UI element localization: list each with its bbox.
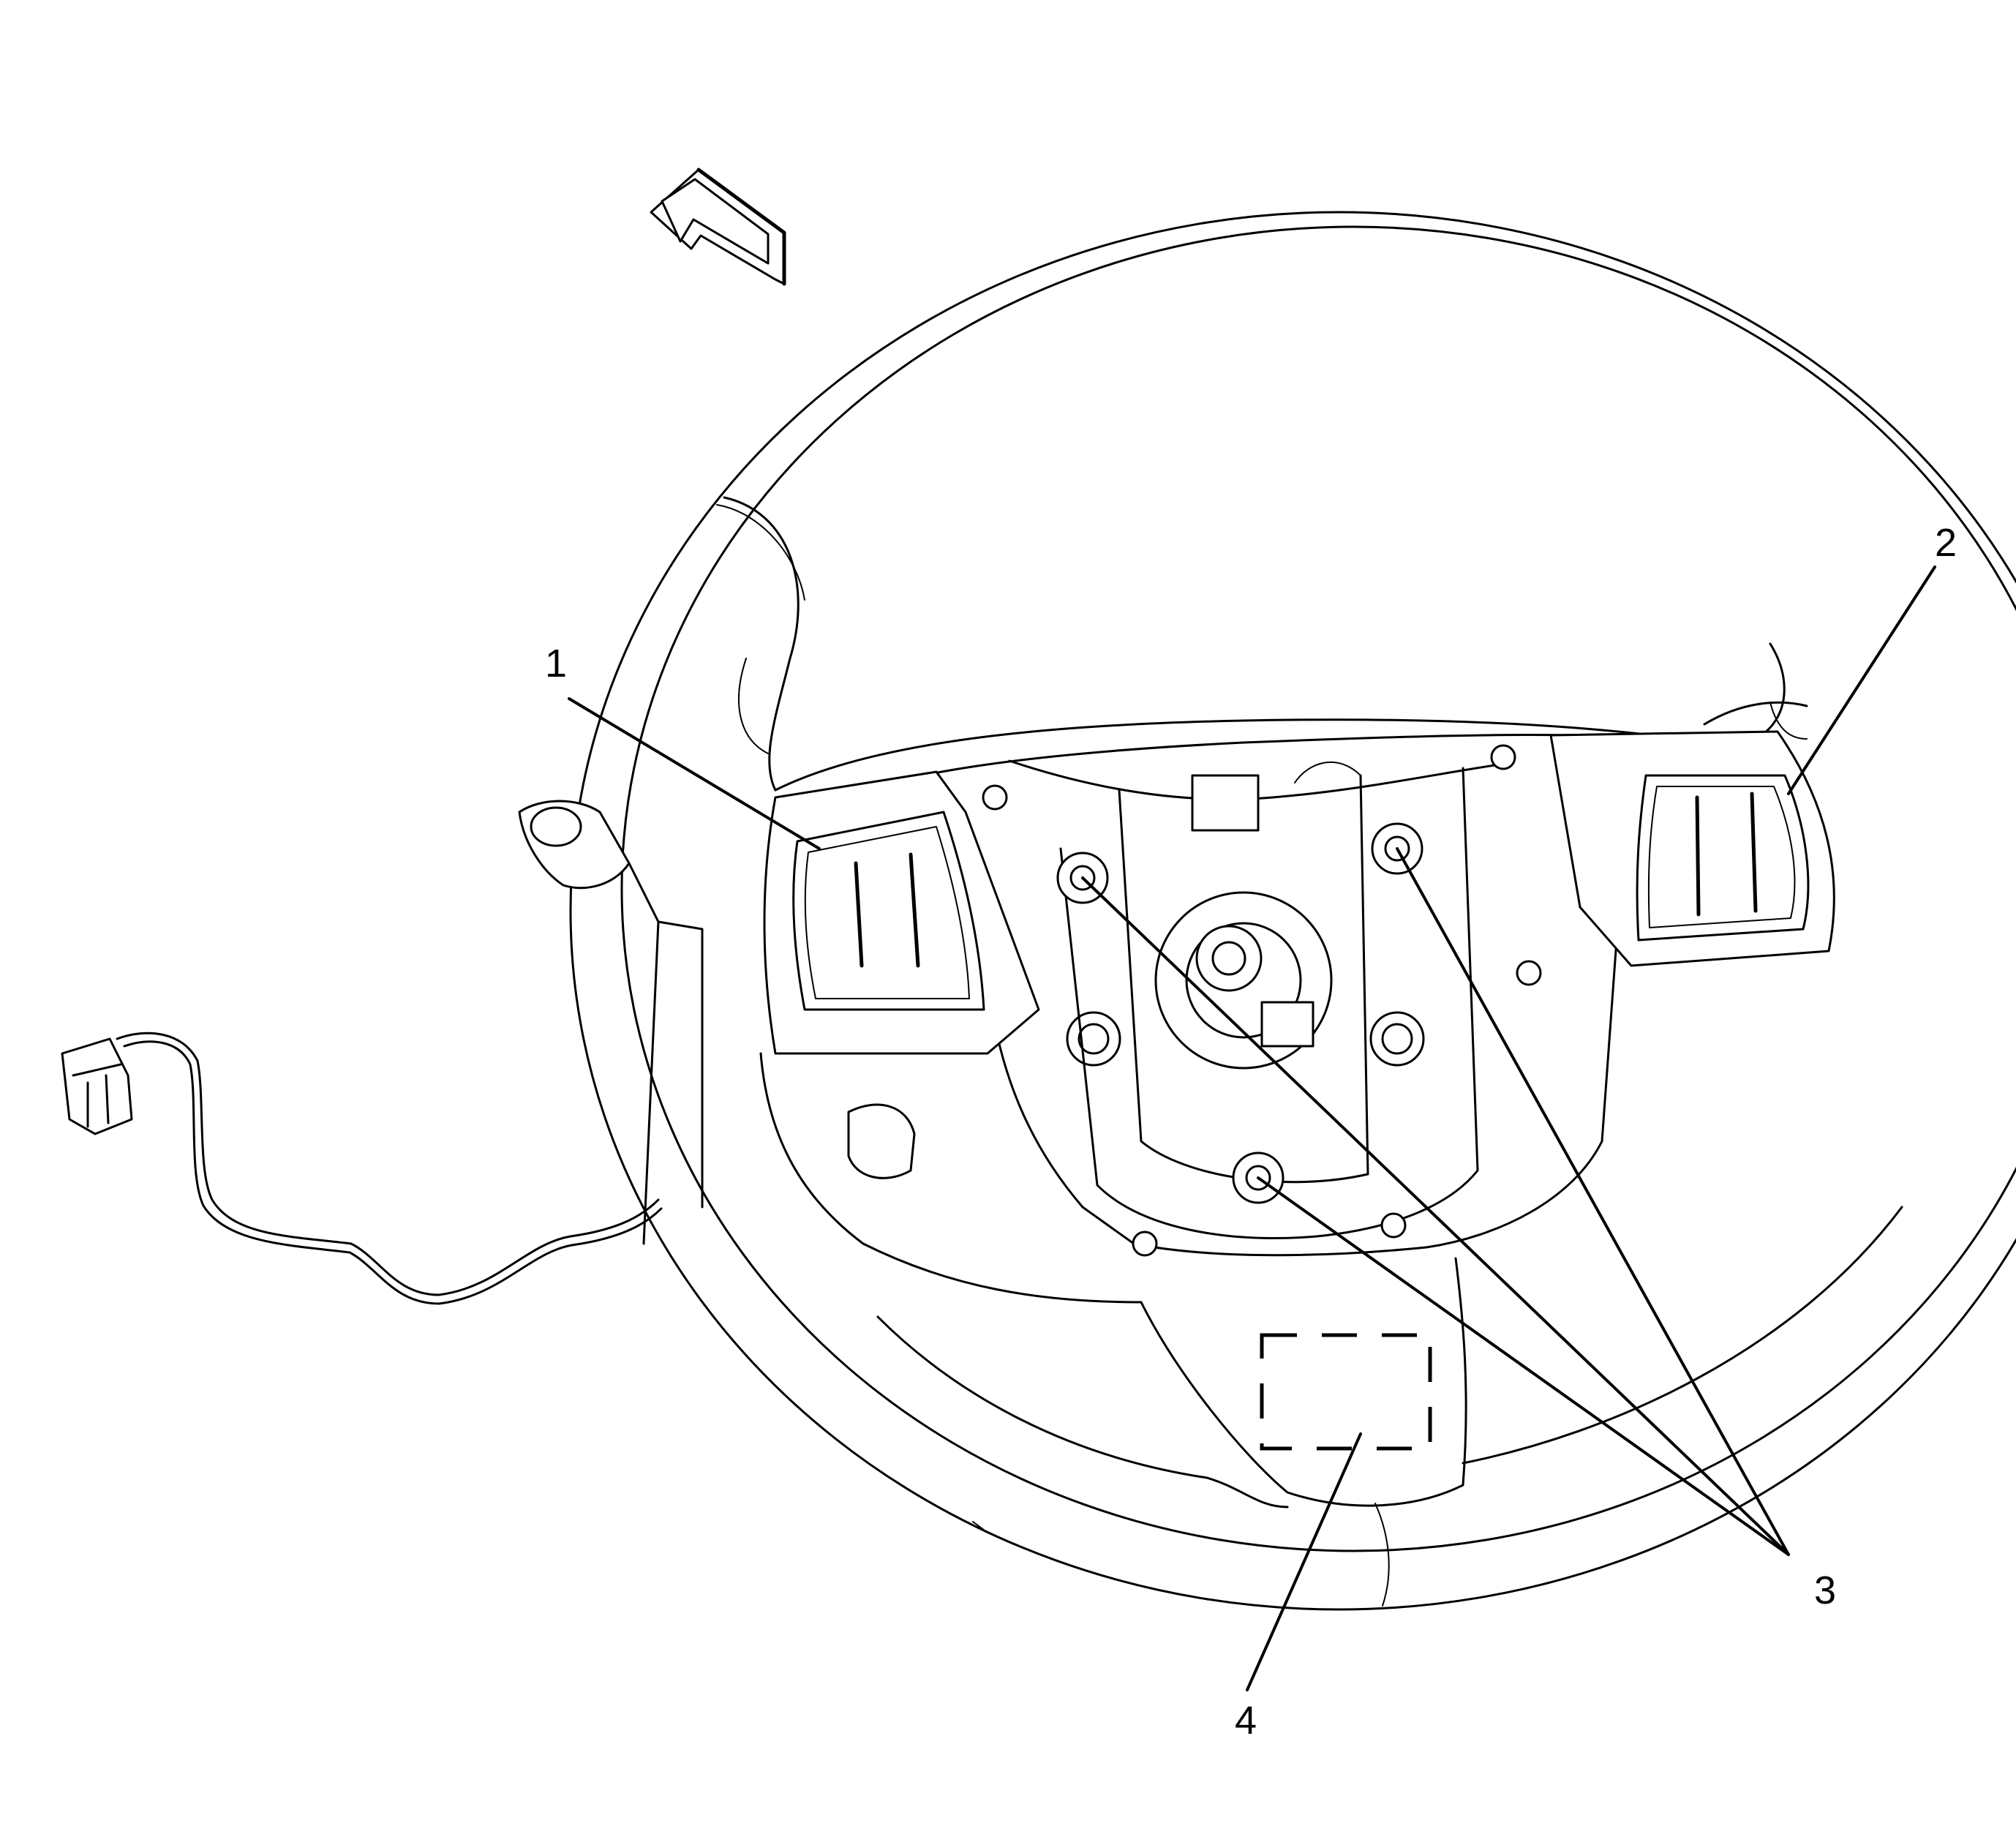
leader-3c: [1257, 1176, 1790, 1556]
right-steering-wheel-control-switch: [1549, 701, 1835, 967]
steering-wheel: [569, 211, 2016, 1611]
leader-lines: [568, 566, 1936, 1691]
steering-wheel-back-cover-area: [1140, 1257, 1467, 1507]
callout-4: 4: [1235, 1699, 1257, 1743]
leader-3b: [1396, 847, 1790, 1556]
leader-2: [1787, 566, 1936, 795]
callout-3: 3: [1814, 1568, 1836, 1612]
leader-3a: [1081, 876, 1790, 1556]
left-steering-wheel-control-switch: [759, 770, 1143, 1304]
column-stalk: [518, 800, 704, 1245]
callout-2: 2: [1935, 521, 1957, 565]
steering-wheel-hub: [796, 734, 1633, 1257]
leader-4: [1246, 1432, 1362, 1691]
switch-wiring-harness: [61, 1032, 663, 1305]
callout-1: 1: [545, 642, 567, 685]
harness-connector: [61, 1037, 133, 1135]
leader-1: [568, 697, 821, 850]
direction-arrow-icon: [650, 168, 786, 286]
